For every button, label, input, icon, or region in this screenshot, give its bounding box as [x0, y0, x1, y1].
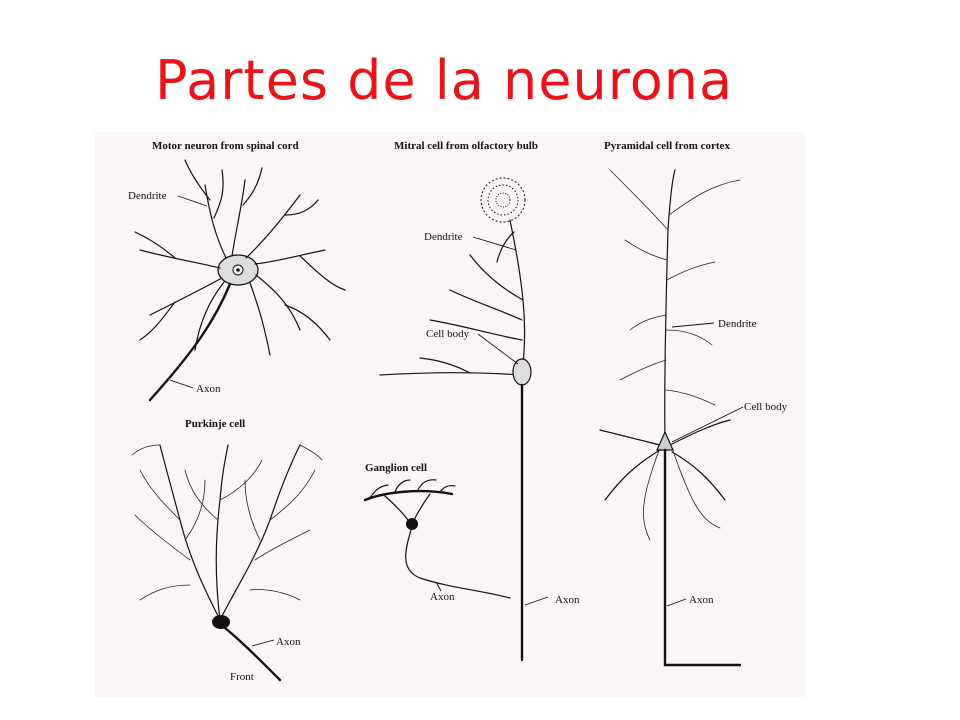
purkinje-axon-label: Axon	[276, 636, 301, 648]
pyramidal-cell-heading: Pyramidal cell from cortex	[604, 140, 730, 152]
pyramidal-cell-drawing: Pyramidal cell from cortex Dendri	[599, 140, 788, 667]
ganglion-cell-heading: Ganglion cell	[365, 462, 427, 474]
pyramidal-cell-body-label: Cell body	[744, 401, 788, 413]
pyramidal-axon-label: Axon	[689, 594, 714, 606]
neuron-figure: Motor neuron from spinal cord	[95, 132, 805, 697]
purkinje-cell-drawing: Purkinje cell Axon Front	[131, 418, 323, 683]
ganglion-axon-label: Axon	[430, 591, 455, 603]
mitral-cell-heading: Mitral cell from olfactory bulb	[394, 140, 538, 152]
mitral-cell-body-label: Cell body	[426, 328, 470, 340]
purkinje-front-label: Front	[230, 671, 254, 683]
motor-neuron-heading: Motor neuron from spinal cord	[152, 140, 299, 152]
mitral-axon-label: Axon	[555, 594, 580, 606]
neuron-illustration: Motor neuron from spinal cord	[128, 140, 788, 683]
motor-axon-label: Axon	[196, 383, 221, 395]
motor-neuron-drawing: Motor neuron from spinal cord	[128, 140, 346, 402]
mitral-cell-drawing: Mitral cell from olfactory bulb Dendrite…	[379, 140, 580, 662]
mitral-dendrite-label: Dendrite	[424, 231, 463, 243]
motor-dendrite-label: Dendrite	[128, 190, 167, 202]
slide-title: Partes de la neurona	[155, 49, 734, 112]
purkinje-cell-heading: Purkinje cell	[185, 418, 245, 430]
pyramidal-dendrite-label: Dendrite	[718, 318, 757, 330]
ganglion-cell-drawing: Ganglion cell Axon	[363, 462, 511, 603]
